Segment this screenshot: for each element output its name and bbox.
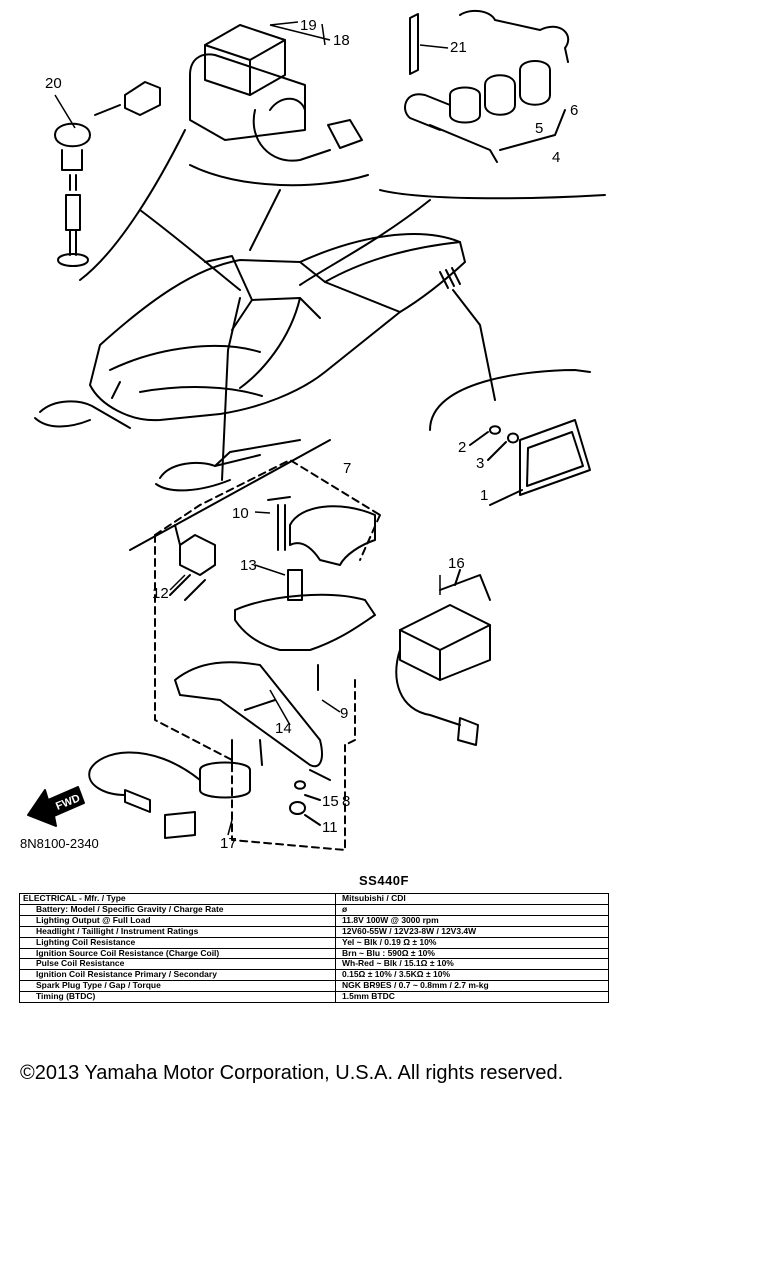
callout-2: 2 xyxy=(458,439,466,456)
choke-knob-part xyxy=(54,81,186,281)
spec-row: ELECTRICAL - Mfr. / Type Mitsubishi / CD… xyxy=(19,893,609,905)
copyright-notice: ©2013 Yamaha Motor Corporation, U.S.A. A… xyxy=(20,1062,564,1084)
spec-label: Battery: Model / Specific Gravity / Char… xyxy=(19,903,336,916)
callout-15: 15 xyxy=(322,793,339,810)
spec-row: Spark Plug Type / Gap / Torque NGK BR9ES… xyxy=(19,980,609,993)
spec-label: Spark Plug Type / Gap / Torque xyxy=(19,980,336,993)
callout-9: 9 xyxy=(340,705,348,722)
spec-value: Wh-Red ~ Blk / 15.1Ω ± 10% xyxy=(335,958,609,971)
spec-label: Lighting Output @ Full Load xyxy=(19,914,336,927)
callout-11: 11 xyxy=(322,819,338,836)
spec-value: Mitsubishi / CDI xyxy=(335,893,609,905)
callout-17: 17 xyxy=(220,835,237,852)
spec-row: Battery: Model / Specific Gravity / Char… xyxy=(19,903,609,916)
spec-label: ELECTRICAL - Mfr. / Type xyxy=(19,893,336,905)
spec-value: ø xyxy=(335,903,609,916)
callout-20: 20 xyxy=(45,75,62,92)
spec-label: Pulse Coil Resistance xyxy=(19,958,336,971)
callout-numbers: 1 2 3 4 5 6 7 8 9 10 11 12 13 14 15 16 1… xyxy=(20,17,578,852)
callout-4: 4 xyxy=(552,149,560,166)
spec-row: Lighting Output @ Full Load 11.8V 100W @… xyxy=(19,914,609,927)
spec-label: Ignition Coil Resistance Primary / Secon… xyxy=(19,969,336,982)
main-switch-assembly xyxy=(379,9,606,200)
callout-8: 8 xyxy=(342,793,350,810)
figure-code: 8N8100-2340 xyxy=(20,836,99,851)
callout-1: 1 xyxy=(480,487,488,504)
callout-10: 10 xyxy=(232,505,249,522)
spec-value: 0.15Ω ± 10% / 3.5KΩ ± 10% xyxy=(335,969,609,982)
spec-value: Yel ~ Blk / 0.19 Ω ± 10% xyxy=(335,936,609,949)
spec-table-title: SS440F xyxy=(359,873,409,888)
callout-14: 14 xyxy=(275,720,292,737)
leader-lines-upper xyxy=(139,189,496,481)
spec-label: Lighting Coil Resistance xyxy=(19,936,336,949)
electrical-spec-table: ELECTRICAL - Mfr. / Type Mitsubishi / CD… xyxy=(19,893,609,1004)
spec-row: Headlight / Taillight / Instrument Ratin… xyxy=(19,925,609,938)
spec-row: Ignition Source Coil Resistance (Charge … xyxy=(19,947,609,960)
spec-value: Brn ~ Blu : 590Ω ± 10% xyxy=(335,947,609,960)
spec-row: Lighting Coil Resistance Yel ~ Blk / 0.1… xyxy=(19,936,609,949)
callout-6: 6 xyxy=(570,102,578,119)
callout-21: 21 xyxy=(450,39,467,56)
callout-7: 7 xyxy=(343,460,351,477)
spec-row: Pulse Coil Resistance Wh-Red ~ Blk / 15.… xyxy=(19,958,609,971)
callout-19: 19 xyxy=(300,17,317,34)
spec-label: Timing (BTDC) xyxy=(19,991,336,1004)
spec-row: Ignition Coil Resistance Primary / Secon… xyxy=(19,969,609,982)
spec-value: 11.8V 100W @ 3000 rpm xyxy=(335,914,609,927)
spec-value: 1.5mm BTDC xyxy=(335,991,609,1004)
cdi-unit xyxy=(395,569,491,746)
forward-arrow xyxy=(27,786,85,827)
handlebar-switch-assembly xyxy=(88,439,381,851)
callout-leaders xyxy=(54,21,449,836)
spec-value: 12V60-55W / 12V23-8W / 12V3.4W xyxy=(335,925,609,938)
spec-label: Ignition Source Coil Resistance (Charge … xyxy=(19,947,336,960)
callout-12: 12 xyxy=(152,585,169,602)
callout-13: 13 xyxy=(240,557,257,574)
callout-18: 18 xyxy=(333,32,350,49)
spec-value: NGK BR9ES / 0.7 ~ 0.8mm / 2.7 m-kg xyxy=(335,980,609,993)
callout-16: 16 xyxy=(448,555,465,572)
callout-3: 3 xyxy=(476,455,484,472)
callout-5: 5 xyxy=(535,120,543,137)
spec-label: Headlight / Taillight / Instrument Ratin… xyxy=(19,925,336,938)
taillight-assembly xyxy=(429,369,591,506)
ignition-coil-assembly xyxy=(189,24,369,187)
parts-diagram: 1 2 3 4 5 6 7 8 9 10 11 12 13 14 15 16 1… xyxy=(20,9,606,852)
spec-row: Timing (BTDC) 1.5mm BTDC xyxy=(19,991,609,1004)
snowmobile-body xyxy=(34,233,466,492)
